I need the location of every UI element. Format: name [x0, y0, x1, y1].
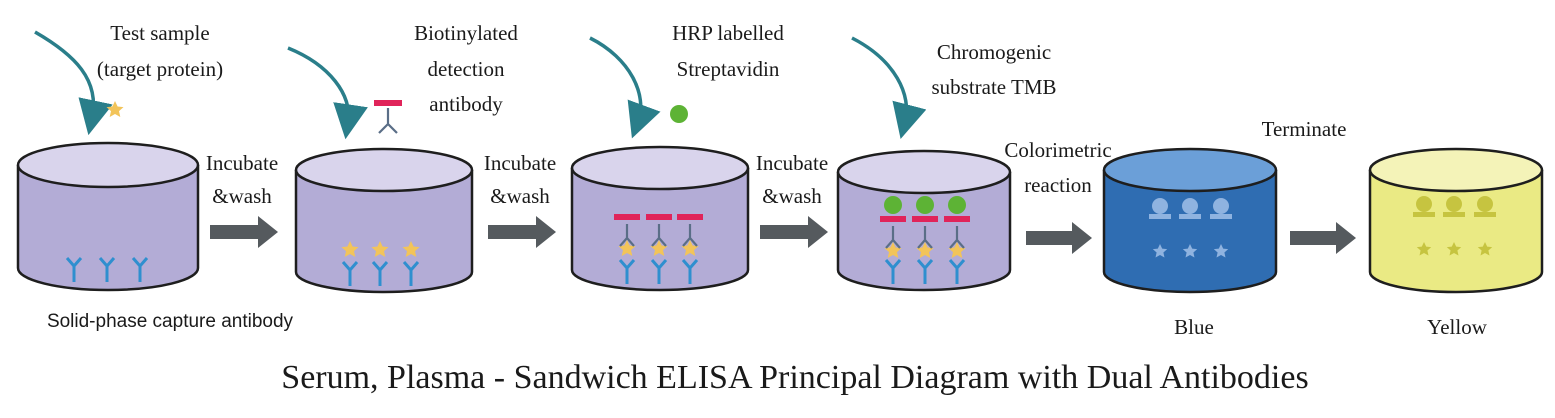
- streptavidin-dot-icon: [884, 196, 966, 214]
- antigen-star-icon: [341, 241, 420, 257]
- biotinylated-label: Biotinylated: [414, 21, 518, 45]
- target-protein-star-icon: [106, 101, 124, 117]
- faded-marker-icon: [1149, 198, 1232, 219]
- detection-label: detection: [428, 57, 505, 81]
- well-4: [836, 149, 1012, 292]
- curved-arrow-2: [287, 46, 368, 140]
- hrp-label: HRP labelled: [672, 21, 784, 45]
- curved-arrow-3: [589, 36, 661, 139]
- well-1: [16, 141, 200, 292]
- well-blue: [1102, 147, 1278, 294]
- biotin-bar-icon: [880, 216, 970, 222]
- antibody-label: antibody: [429, 92, 503, 116]
- yellow-label: Yellow: [1427, 315, 1488, 339]
- capture-antibody-icon: [618, 259, 699, 284]
- wash-label-2: &wash: [490, 184, 550, 208]
- detection-antibody-icon: [619, 224, 698, 247]
- reaction-label: reaction: [1024, 173, 1092, 197]
- process-arrow-icon: [1026, 222, 1092, 254]
- curved-arrow-1: [34, 30, 113, 136]
- tmb-label: substrate TMB: [931, 75, 1056, 99]
- colorimetric-label: Colorimetric: [1004, 138, 1111, 162]
- wash-label-1: &wash: [212, 184, 272, 208]
- chromogenic-label: Chromogenic: [937, 40, 1051, 64]
- detection-antibody-icon: [374, 100, 402, 134]
- capture-antibody-icon: [341, 261, 420, 286]
- incubate-label-2: Incubate: [484, 151, 556, 175]
- capture-antibody-icon: [65, 257, 149, 282]
- incubate-label-3: Incubate: [756, 151, 828, 175]
- antigen-star-icon: [884, 242, 966, 258]
- faded-star-icon: [1152, 244, 1229, 258]
- figure-caption: Serum, Plasma - Sandwich ELISA Principal…: [281, 359, 1308, 396]
- faded-marker-icon: [1413, 196, 1496, 217]
- process-arrow-icon: [210, 216, 278, 248]
- detection-antibody-icon: [885, 226, 965, 249]
- process-arrow-icon: [488, 216, 556, 248]
- well-yellow: [1368, 147, 1544, 294]
- biotin-bar-icon: [614, 214, 703, 220]
- streptavidin-label: Streptavidin: [677, 57, 780, 81]
- process-arrow-icon: [760, 216, 828, 248]
- wash-label-3: &wash: [762, 184, 822, 208]
- capture-antibody-label: Solid-phase capture antibody: [47, 311, 294, 332]
- streptavidin-dot-icon: [670, 105, 688, 123]
- faded-star-icon: [1416, 242, 1493, 256]
- blue-label: Blue: [1174, 315, 1214, 339]
- well-3: [570, 145, 750, 292]
- incubate-label-1: Incubate: [206, 151, 278, 175]
- terminate-label: Terminate: [1262, 117, 1347, 141]
- capture-antibody-icon: [884, 259, 966, 284]
- antigen-star-icon: [618, 240, 699, 256]
- well-2: [294, 147, 474, 294]
- curved-arrow-4: [851, 36, 927, 139]
- process-arrow-icon: [1290, 222, 1356, 254]
- test-sample-label: Test sample: [110, 21, 209, 45]
- test-sample-sublabel: (target protein): [97, 57, 223, 81]
